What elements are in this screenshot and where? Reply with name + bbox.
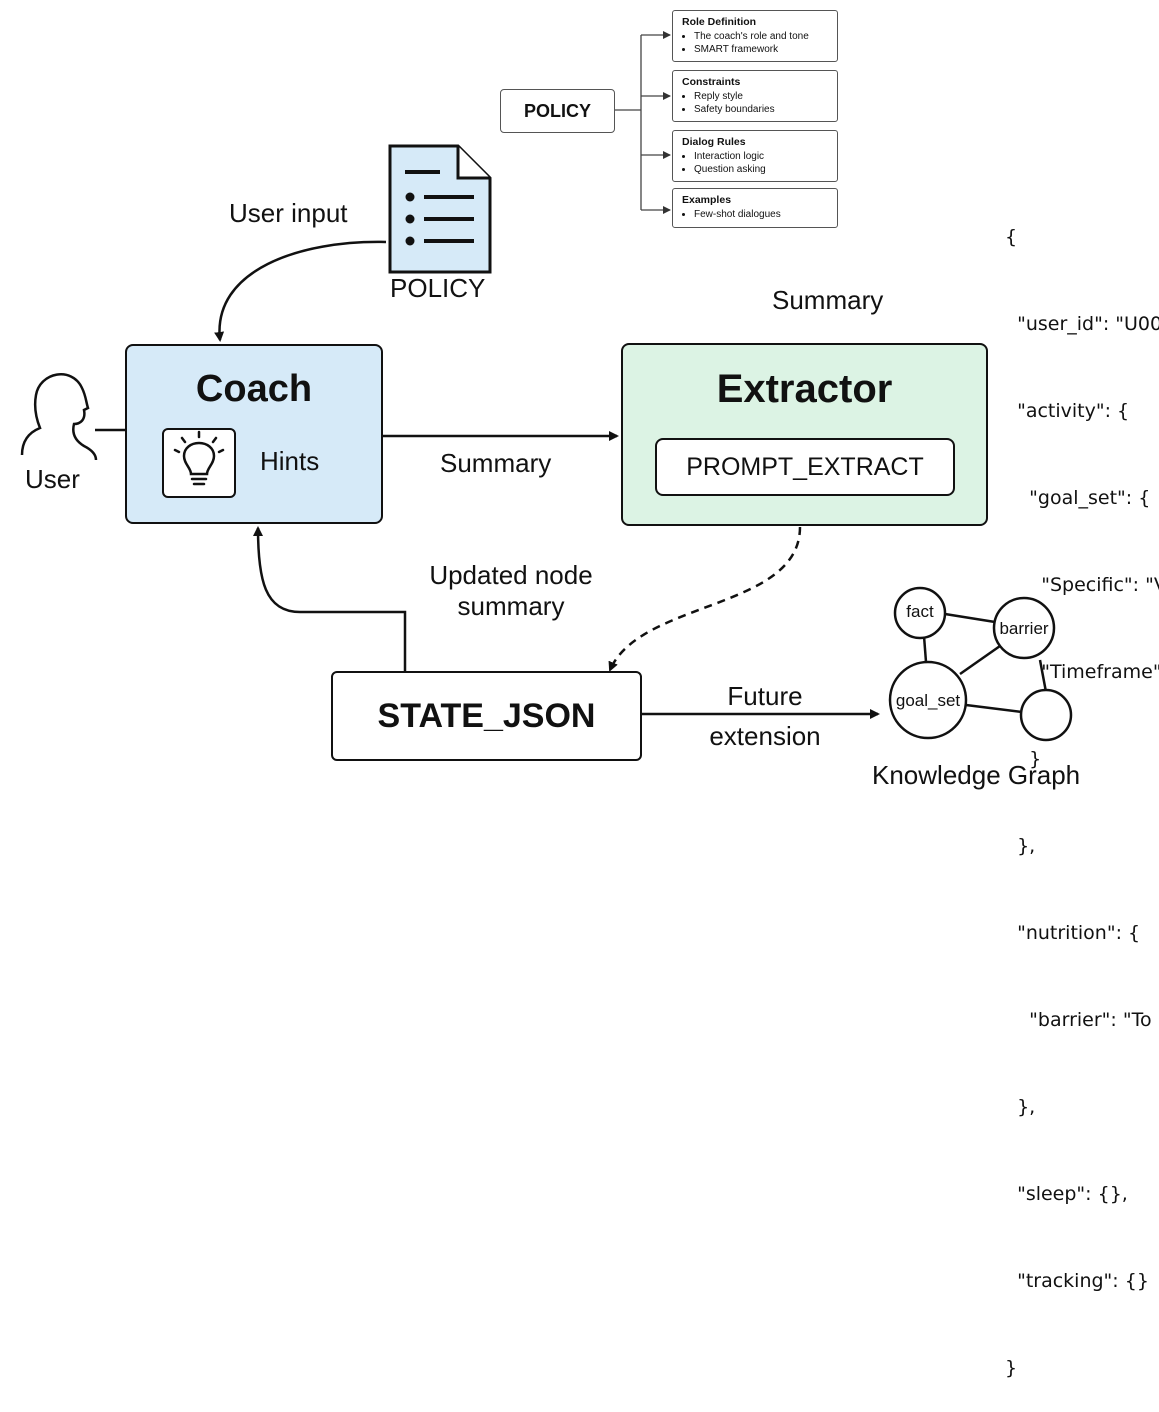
json-line: "nutrition": { [1005, 922, 1141, 944]
knowledge-graph-edges [922, 612, 1048, 714]
coach-block: Coach Hints [125, 344, 383, 524]
policy-branch-title: Examples [682, 194, 732, 206]
policy-branch-title: Dialog Rules [682, 136, 746, 148]
policy-branch-title: Constraints [682, 76, 741, 88]
json-line: "tracking": {} [1005, 1270, 1149, 1292]
document-icon [388, 144, 492, 274]
json-line: }, [1005, 835, 1036, 857]
extractor-to-state-dashed-arrow [608, 526, 802, 672]
prompt-extract-box: PROMPT_EXTRACT [655, 438, 955, 496]
extractor-title: Extractor [716, 367, 893, 411]
diagram-connectors [20, 31, 1048, 719]
policy-branch-constraints: Constraints Reply style Safety boundarie… [672, 70, 838, 122]
policy-branch-item: Question asking [694, 164, 828, 177]
user-input-arrow [214, 240, 387, 342]
knowledge-graph-title: Knowledge Graph [872, 760, 1081, 790]
json-snippet: { "user_id": "U00 "activity": { "goal_se… [1005, 165, 1159, 1412]
policy-branch-item: The coach's role and tone [694, 31, 828, 44]
kg-node-goal-set [888, 660, 968, 740]
policy-branch-item: Interaction logic [694, 151, 828, 164]
knowledge-graph [888, 586, 1073, 742]
state-to-coach-arrow [253, 526, 407, 671]
updated-label-line: summary [457, 591, 565, 621]
policy-branch-examples: Examples Few-shot dialogues [672, 188, 838, 228]
json-line: "Timeframe" [1005, 661, 1159, 683]
kg-node-fact-label: fact [906, 602, 934, 621]
user-input-label: User input [229, 198, 348, 228]
hints-label: Hints [260, 446, 320, 476]
future-extension-label: Future extension [700, 676, 830, 756]
json-line: } [1005, 748, 1042, 770]
json-line: "activity": { [1005, 400, 1130, 422]
extractor-block: Extractor PROMPT_EXTRACT [621, 343, 988, 526]
state-json-block: STATE_JSON [331, 671, 642, 761]
json-line: { [1005, 226, 1018, 248]
policy-branch-title: Role Definition [682, 16, 757, 28]
json-line: "sleep": {}, [1005, 1183, 1128, 1205]
kg-node-barrier-label: barrier [999, 619, 1049, 638]
policy-branch-item: Few-shot dialogues [694, 209, 828, 222]
json-line: "Specific": "V [1005, 574, 1159, 596]
kg-node-barrier [992, 596, 1056, 660]
updated-label-line: Updated node [429, 560, 593, 590]
policy-doc-label: POLICY [390, 273, 486, 303]
policy-branch-item: SMART framework [694, 44, 828, 57]
policy-branch-item: Reply style [694, 91, 828, 104]
future-label-line: extension [709, 721, 821, 751]
json-line: "user_id": "U00 [1005, 313, 1159, 335]
coach-title: Coach [195, 368, 313, 410]
kg-node-fact [893, 586, 947, 640]
hints-icon-box [162, 428, 236, 498]
user-label: User [25, 464, 80, 494]
summary-top-label: Summary [772, 285, 884, 315]
lightbulb-icon [173, 430, 225, 486]
policy-branch-item: Safety boundaries [694, 104, 828, 117]
policy-tree-connectors [613, 31, 671, 214]
json-line: } [1005, 1357, 1018, 1379]
json-line: "goal_set": { [1005, 487, 1151, 509]
kg-node-empty [1019, 688, 1073, 742]
future-label-line: Future [727, 681, 803, 711]
policy-root-box: POLICY [500, 89, 615, 133]
kg-node-goal-set-label: goal_set [895, 691, 961, 710]
updated-node-summary-label: Updated node summary [420, 560, 602, 622]
policy-branch-dialog-rules: Dialog Rules Interaction logic Question … [672, 130, 838, 182]
json-line: "barrier": "To [1005, 1009, 1152, 1031]
user-icon [20, 373, 98, 461]
json-line: }, [1005, 1096, 1036, 1118]
policy-branch-role-definition: Role Definition The coach's role and ton… [672, 10, 838, 62]
summary-arrow-label: Summary [440, 448, 552, 478]
